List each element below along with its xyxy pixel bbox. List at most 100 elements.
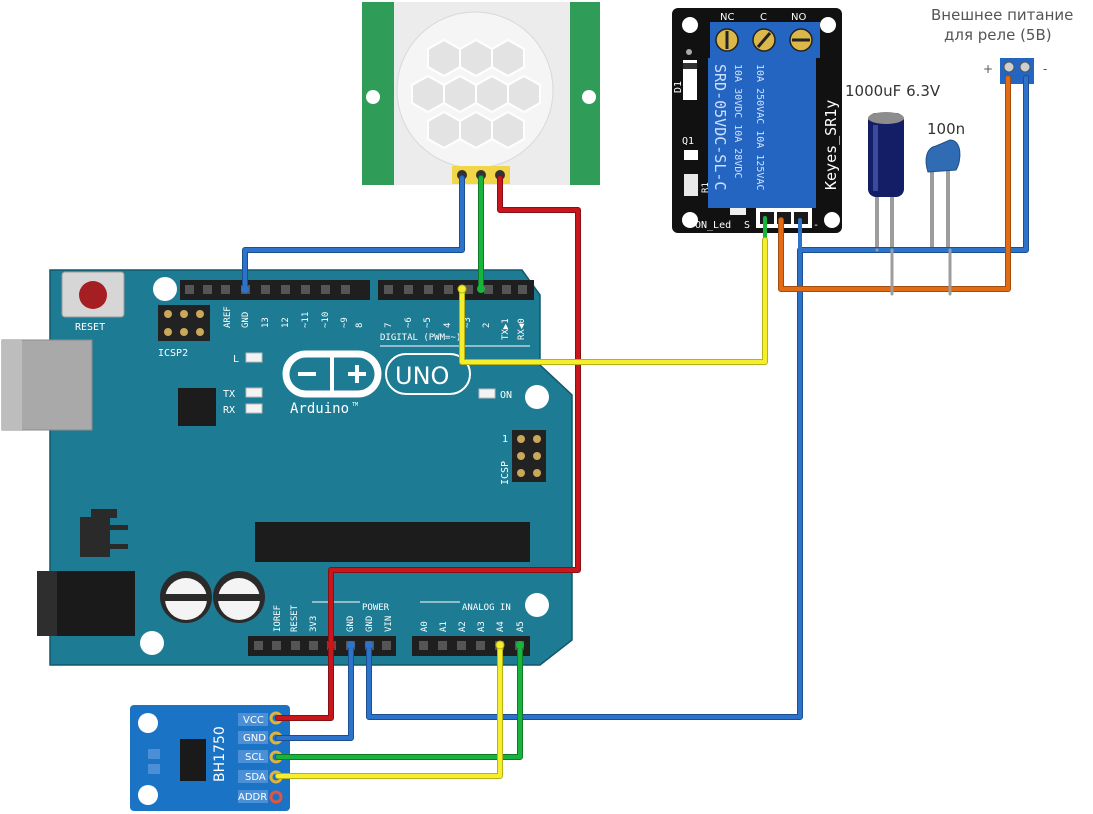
ceramic-capacitor-label: 100n [927,120,965,138]
pin-label-10: ~10 [321,312,331,328]
electrolytic-capacitor [868,112,904,250]
pin-label-a5: A5 [516,621,526,632]
reset-label: RESET [75,322,105,333]
external-power-line2: для реле (5В) [944,26,1052,44]
tx-led [245,387,263,398]
digital-header-right [378,280,534,300]
pin-label-2: 2 [482,323,492,328]
arduino-logo [282,350,382,398]
power-header [248,636,396,656]
main-mcu [255,522,530,562]
bh1750-sensor: BH1750 VCC GND SCL SDA ADDR [130,705,290,811]
pin-label-a2: A2 [458,621,468,632]
power-plus-label: + [983,62,993,76]
icsp-header [512,430,546,482]
bh1750-pin-vcc: VCC [243,715,264,726]
icsp-label: ICSP [500,461,511,485]
terminal-no: NO [791,12,806,23]
external-power-line1: Внешнее питание [931,6,1073,24]
bh1750-chip [180,739,206,781]
pir-hole [366,90,380,104]
diode-d1 [683,49,697,100]
digital-header-left [180,280,370,300]
pin-label-vin: VIN [384,616,394,632]
bh1750-hole [138,713,158,733]
power-minus-label: - [1043,62,1047,76]
pin-label-7: 7 [384,323,394,328]
rx-led [245,403,263,414]
bh1750-name: BH1750 [212,726,228,782]
pin-label-rx0: RX◀0 [517,318,527,340]
relay-text-1: SRD-05VDC-SL-C [711,64,729,190]
pin-label-11: ~11 [301,312,311,328]
bh1750-pin-gnd: GND [243,733,266,744]
terminal-nc: NC [720,12,734,23]
pin-label-a4: A4 [496,621,506,632]
bh1750-pin-addr: ADDR [238,792,267,803]
mount-hole [153,277,177,301]
pin-label-6: ~6 [404,317,414,328]
signal-pin-label: S [744,220,750,231]
mount-hole [140,631,164,655]
pin-label-9: ~9 [340,317,350,328]
l-led [245,352,263,363]
icsp-pin1-label: 1 [502,434,508,445]
small-ic [178,388,216,426]
pin-label-ioref: IOREF [273,605,283,632]
pin-label-aref: AREF [223,306,233,328]
arduino-brand: Arduino [290,401,349,417]
voltage-regulator [80,509,128,557]
on-label: ON [500,390,512,401]
power-label: POWER [362,603,390,613]
relay-on-led [730,208,746,215]
relay-hole [824,212,840,228]
wires [242,75,1029,779]
pin-label-reset: RESET [290,604,300,632]
pir-sensor [362,2,600,185]
pin-label-gnd-b: GND [365,616,375,632]
reset-button-cap [79,281,107,309]
pin-label-13: 13 [261,317,271,328]
pin-label-12: 12 [281,317,291,328]
relay-body [708,58,816,208]
top-pin-labels: AREF GND 13 12 ~11 ~10 ~9 8 7 ~6 ~5 4 ~3… [223,306,527,340]
pin-label-tx1: TX▶1 [501,318,511,340]
bh1750-pin-scl: SCL [245,752,264,763]
mount-hole [525,385,549,409]
tx-label: TX [223,389,235,400]
board-capacitor [213,571,265,623]
ceramic-capacitor [925,139,961,250]
arduino-uno-board: RESET ICSP2 AREF GND 1 [1,269,573,666]
rx-label: RX [223,405,235,416]
resistor-r1 [684,174,698,196]
board-capacitor [160,571,212,623]
mount-hole [525,593,549,617]
pir-hole [582,90,596,104]
pin-label-4: 4 [443,323,453,328]
relay-module: NC C NO SRD-05VDC-SL-C 10A 250VAC 10A 12… [672,8,842,233]
pin-label-a3: A3 [477,621,487,632]
pin-label-8: 8 [355,323,365,328]
analog-header [412,636,530,656]
bottom-pin-labels: IOREF RESET 3V3 GND GND VIN A0 A1 A2 A3 … [273,604,526,632]
relay-text-2: 10A 250VAC 10A 125VAC [754,64,765,190]
pin-label-3v3: 3V3 [309,616,319,632]
pin-label-a1: A1 [439,621,449,632]
analog-label: ANALOG IN [462,603,511,613]
icsp2-header [158,305,210,341]
on-led [478,388,496,399]
bh1750-hole [138,785,158,805]
relay-hole [820,17,836,33]
minus-pin-label: - [813,220,819,231]
relay-text-3: 10A 30VDC 10A 28VDC [732,64,743,178]
label-r1: R1 [701,182,711,193]
icsp2-label: ICSP2 [158,348,188,359]
relay-hole [682,17,698,33]
pin-label-gnd: GND [241,312,251,328]
pin-label-gnd-a: GND [346,616,356,632]
arduino-tm: TM [352,402,358,408]
label-q1: Q1 [682,136,694,147]
bh1750-pin-sda: SDA [245,772,266,783]
uno-badge [385,353,471,395]
